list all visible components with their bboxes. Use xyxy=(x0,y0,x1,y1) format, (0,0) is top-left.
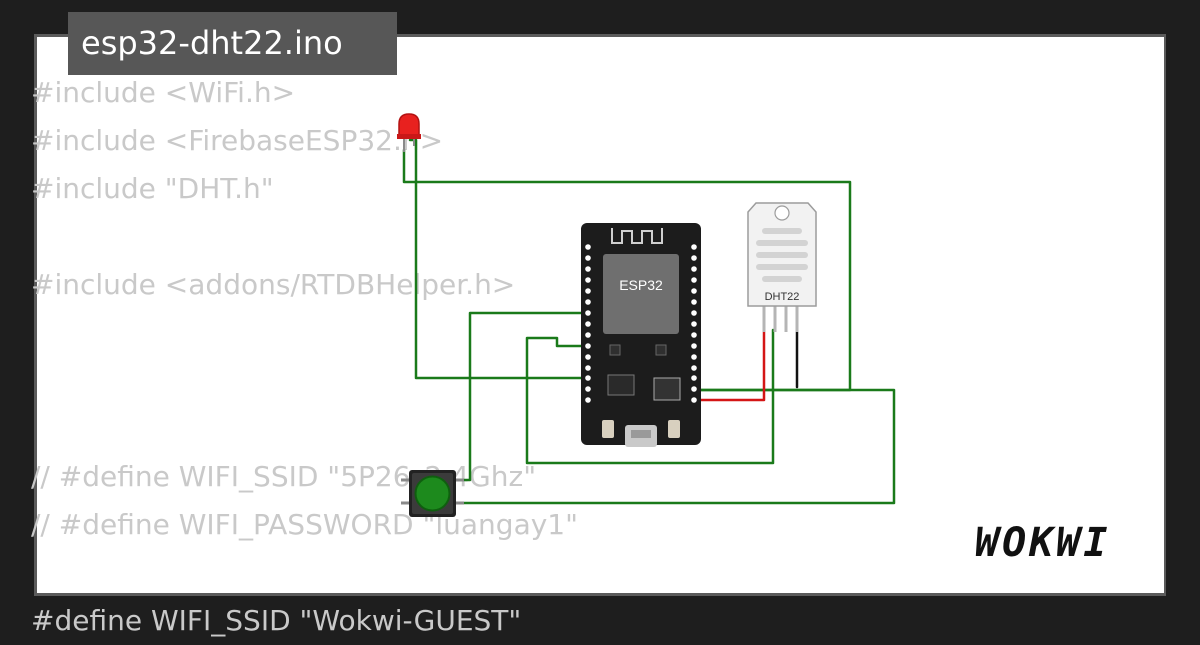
wire-esp32-to-dht-data[interactable] xyxy=(525,328,775,465)
dht22-label: DHT22 xyxy=(765,291,800,303)
esp32-board[interactable]: ESP32 xyxy=(581,223,701,447)
code-line: #include <addons/RTDBHelper.h> xyxy=(31,268,516,301)
wire-button-to-esp32-right[interactable] xyxy=(453,388,896,505)
pushbutton[interactable] xyxy=(401,470,464,517)
code-line: #include <FirebaseESP32.h> xyxy=(31,124,444,157)
dht22-sensor[interactable]: DHT22 xyxy=(747,202,817,332)
wire-led-to-esp32[interactable] xyxy=(408,138,590,380)
code-line: #include "DHT.h" xyxy=(31,172,274,205)
esp32-label: ESP32 xyxy=(619,277,663,293)
code-line: #include <WiFi.h> xyxy=(31,76,296,109)
code-line: // #define WIFI_PASSWORD "luangay1" xyxy=(31,508,578,541)
led-red[interactable] xyxy=(397,113,421,152)
sketch-title: esp32-dht22.ino xyxy=(68,12,397,75)
wokwi-logo: WOKWI xyxy=(975,520,1111,566)
wire-dht-vcc[interactable] xyxy=(698,328,766,402)
wire-button-to-esp32[interactable] xyxy=(458,311,590,482)
circuit-diagram: ESP32 xyxy=(397,113,896,517)
